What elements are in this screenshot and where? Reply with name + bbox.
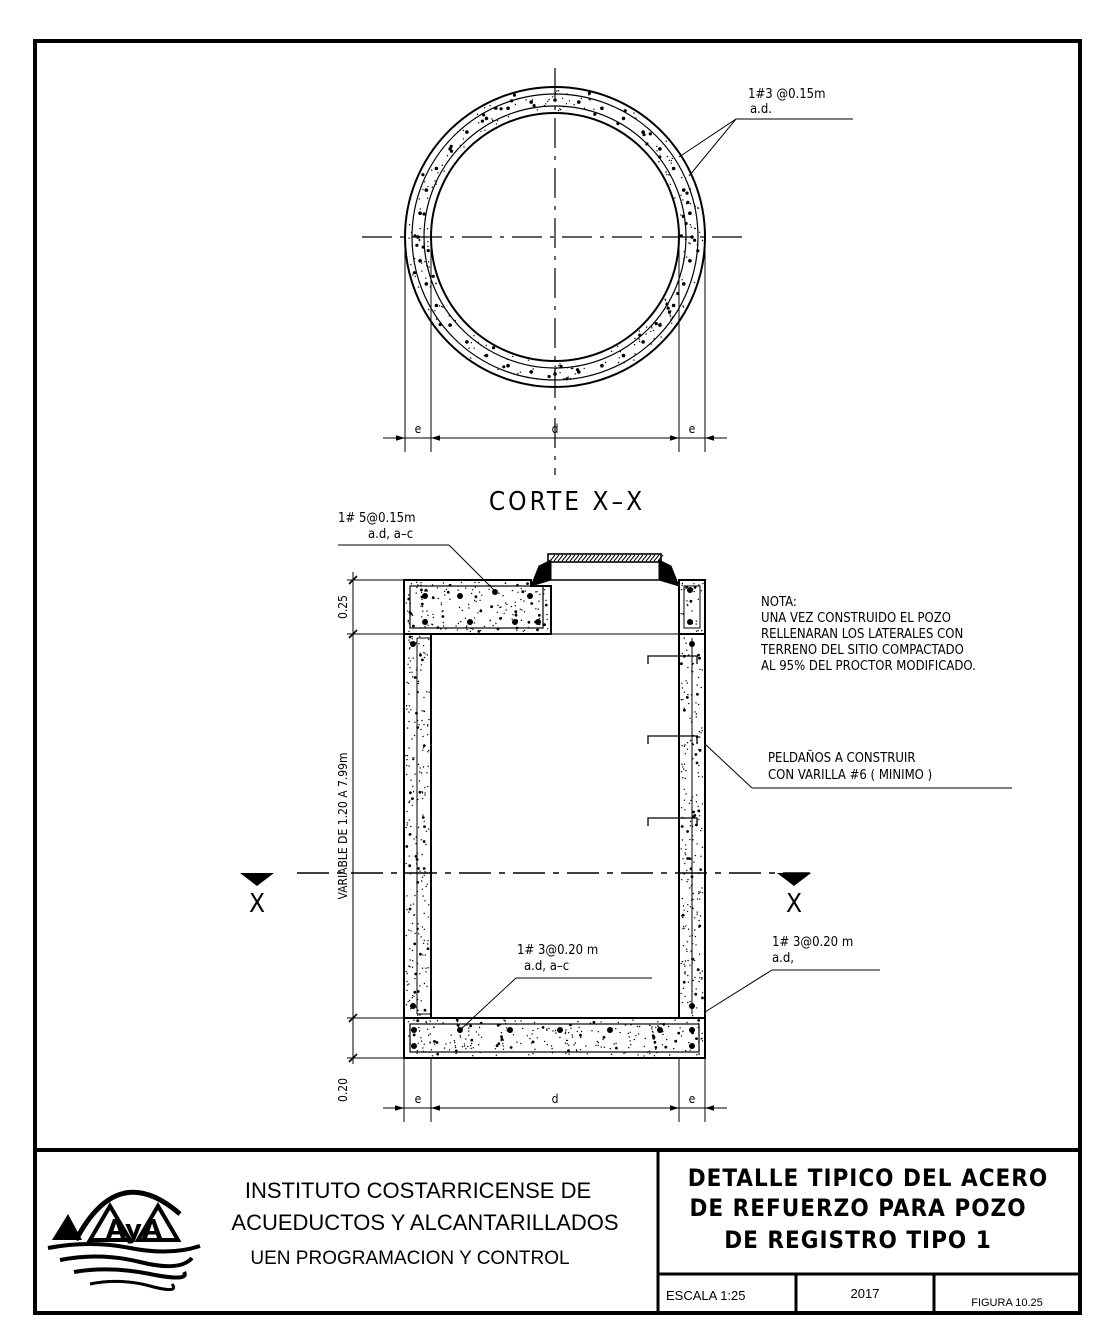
construction-note: NOTA: UNA VEZ CONSTRUIDO EL POZO RELLENA…	[760, 595, 976, 674]
elev-dim-d: d	[552, 1092, 559, 1106]
plan-section: e d e 1#3 @0.15m a.d. CORTE X–X	[362, 68, 853, 517]
dim-bottom-slab: 0.20	[336, 1078, 350, 1102]
year-label: 2017	[851, 1286, 880, 1301]
elev-dim-e-left: e	[415, 1092, 422, 1106]
scale-label: ESCALA 1:25	[666, 1288, 746, 1303]
drawing-title-line2: DE REFUERZO PARA POZO	[689, 1194, 1026, 1222]
concrete-texture	[408, 90, 704, 381]
top-slab-rebar-label: 1# 5@0.15m	[338, 511, 416, 526]
bottom-rebar-label: 1# 3@0.20 m	[517, 943, 598, 958]
dim-top-slab: 0.25	[336, 595, 350, 619]
cover-frame-left	[530, 559, 552, 587]
note-line: AL 95% DEL PROCTOR MODIFICADO.	[761, 659, 976, 674]
top-slab	[403, 579, 552, 635]
plan-rebar-label: 1#3 @0.15m	[748, 87, 826, 102]
dim-height: VARIABLE DE 1.20 A 7.99m	[336, 752, 350, 899]
rebar-dots	[410, 587, 695, 1049]
section-mark-left: X	[249, 889, 265, 919]
logo-text: AyA	[106, 1215, 162, 1245]
section-mark-right: X	[786, 889, 802, 919]
figure-label: FIGURA 10.25	[971, 1297, 1043, 1309]
steps-label-sub: CON VARILLA #6 ( MINIMO )	[768, 768, 932, 783]
top-slab-rebar	[409, 585, 544, 629]
elev-dim-e-right: e	[689, 1092, 696, 1106]
steps-label: PELDAÑOS A CONSTRUIR	[768, 750, 915, 766]
concrete-texture	[405, 581, 704, 1057]
section-title: CORTE X–X	[489, 487, 645, 517]
institution-line1: INSTITUTO COSTARRICENSE DE	[245, 1178, 591, 1203]
elevation-section: X X 0.25 VARIABLE DE 1.20 A 7.99m 0.20 e…	[240, 511, 1012, 1122]
section-mark-right-triangle	[777, 873, 811, 886]
plan-dim-d: d	[552, 422, 559, 436]
ladder-steps	[647, 655, 698, 826]
drawing-title-line1: DETALLE TIPICO DEL ACERO	[688, 1164, 1049, 1192]
note-line: RELLENARAN LOS LATERALES CON	[761, 627, 963, 642]
note-line: TERRENO DEL SITIO COMPACTADO	[760, 643, 964, 658]
aya-logo: AyA	[47, 1189, 201, 1291]
lid-hatch	[549, 554, 664, 562]
note-line: UNA VEZ CONSTRUIDO EL POZO	[761, 611, 951, 626]
plan-dim-e-left: e	[415, 422, 422, 436]
title-block: AyA INSTITUTO COSTARRICENSE DE ACUEDUCTO…	[47, 1150, 1080, 1313]
plan-rebar-label-sub: a.d.	[750, 102, 772, 117]
plan-dim-e-right: e	[689, 422, 696, 436]
institution-line2: ACUEDUCTOS Y ALCANTARILLADOS	[231, 1210, 618, 1235]
section-mark-left-triangle	[240, 873, 274, 886]
drawing-frame	[33, 39, 1082, 1315]
bottom-slab-rebar	[409, 1023, 700, 1053]
note-line: NOTA:	[761, 595, 797, 610]
top-slab-rebar-label-sub: a.d, a–c	[368, 527, 413, 542]
bottom-slab	[403, 1017, 706, 1059]
wall-rebar-label-sub: a.d,	[772, 951, 794, 966]
wall-rebar-label: 1# 3@0.20 m	[772, 935, 853, 950]
bottom-rebar-label-sub: a.d, a–c	[524, 959, 569, 974]
cover-frame-right	[658, 559, 680, 587]
drawing-title-line3: DE REGISTRO TIPO 1	[724, 1226, 992, 1254]
institution-line3: UEN PROGRAMACION Y CONTROL	[250, 1248, 569, 1269]
